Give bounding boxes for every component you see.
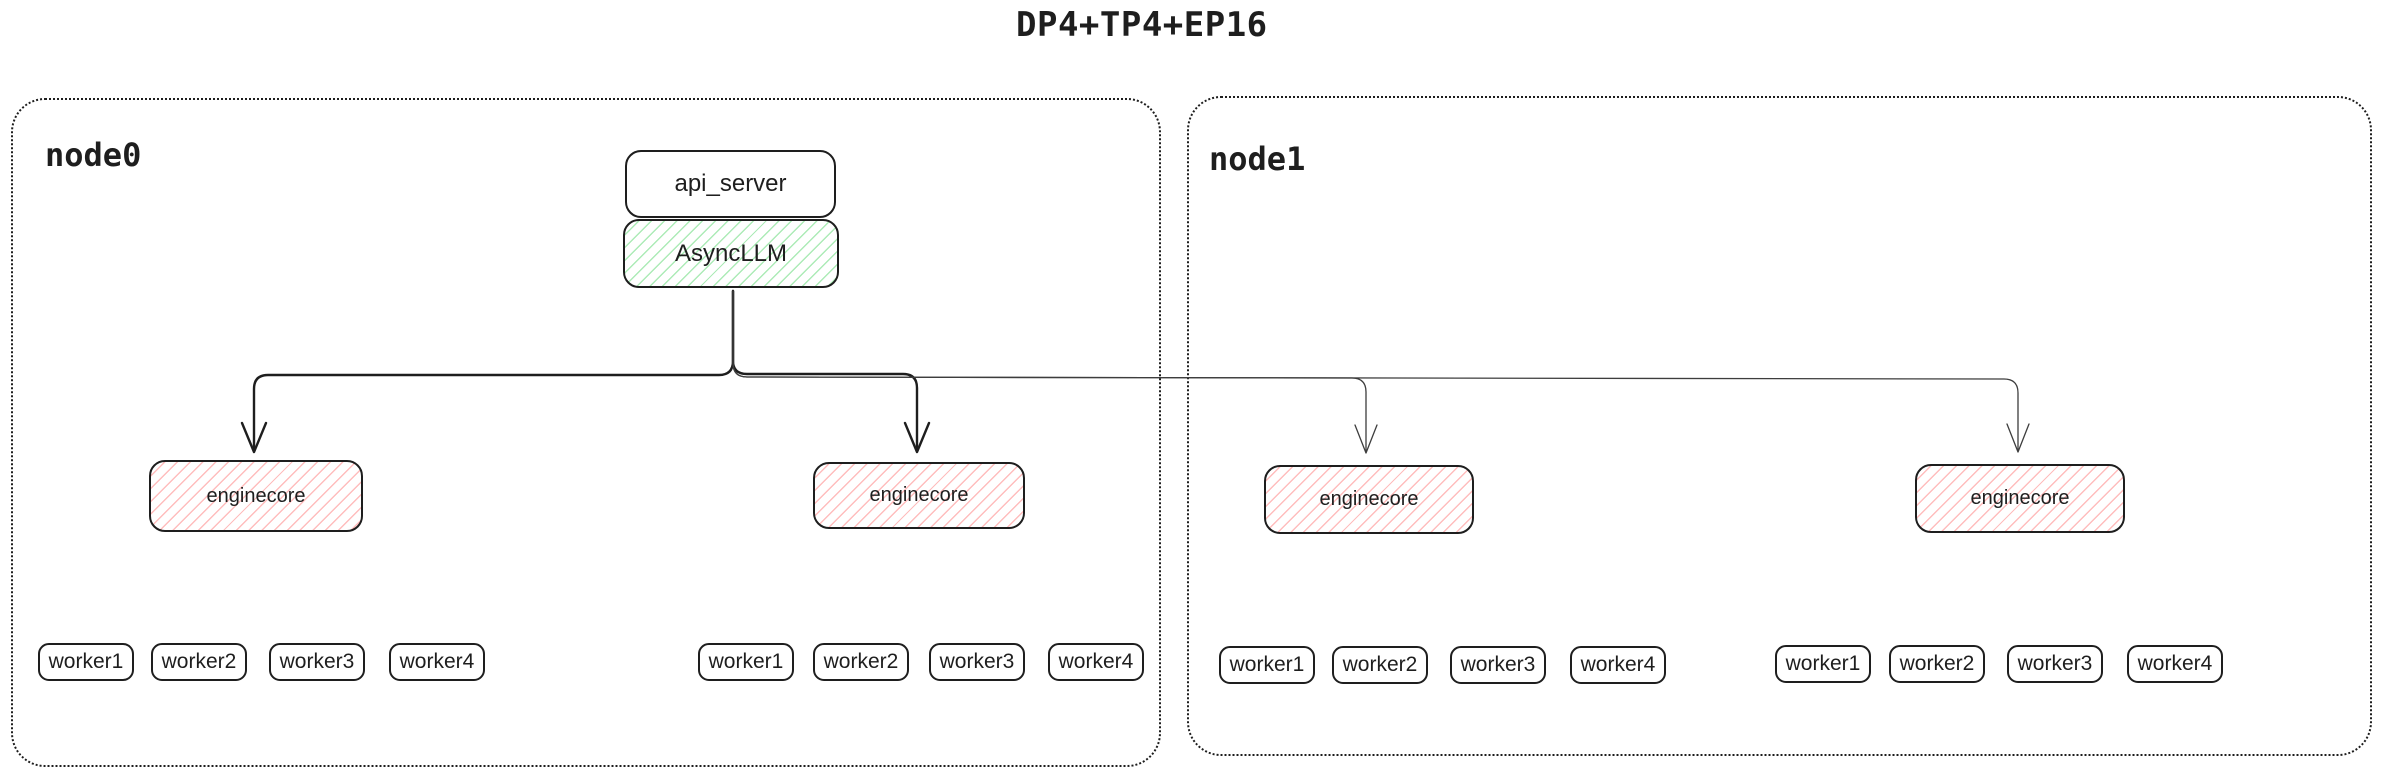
node0-group1-worker3: worker3 (269, 643, 365, 681)
node0-group2-worker3: worker3 (929, 643, 1025, 681)
node0-group2-worker1: worker1 (698, 643, 794, 681)
worker-label: worker3 (279, 650, 355, 673)
worker-label: worker4 (399, 650, 475, 673)
worker-label: worker3 (1460, 653, 1536, 676)
enginecore-label: enginecore (1970, 487, 2070, 509)
worker-label: worker4 (1058, 650, 1134, 673)
worker-label: worker2 (161, 650, 237, 673)
enginecore-label: enginecore (206, 484, 306, 507)
node0-group2-worker4: worker4 (1048, 643, 1144, 681)
node1-group2-worker3: worker3 (2007, 645, 2103, 683)
worker-label: worker3 (2017, 652, 2093, 675)
node0-group1-worker2: worker2 (151, 643, 247, 681)
worker-label: worker1 (1785, 652, 1861, 675)
api-server-box: api_server (625, 150, 836, 218)
diagram-title: DP4+TP4+EP16 (1016, 5, 1268, 45)
worker-label: worker2 (1342, 653, 1418, 676)
worker-label: worker4 (2137, 652, 2213, 675)
node1-enginecore-2: enginecore (1915, 464, 2125, 533)
node1-group1-worker4: worker4 (1570, 646, 1666, 684)
node1-label: node1 (1209, 140, 1306, 178)
worker-label: worker1 (48, 650, 124, 673)
asyncllm-box: AsyncLLM (623, 219, 839, 288)
node1-container: node1 enginecore enginecore worker1 work… (1187, 96, 2372, 756)
worker-label: worker4 (1580, 653, 1656, 676)
node1-enginecore-1: enginecore (1264, 465, 1474, 534)
node0-enginecore-2: enginecore (813, 462, 1025, 529)
node0-group1-worker1: worker1 (38, 643, 134, 681)
worker-label: worker2 (823, 650, 899, 673)
node1-group2-worker2: worker2 (1889, 645, 1985, 683)
enginecore-label: enginecore (869, 484, 969, 506)
worker-label: worker2 (1899, 652, 1975, 675)
node0-group2-worker2: worker2 (813, 643, 909, 681)
enginecore-label: enginecore (1319, 488, 1419, 510)
worker-label: worker3 (939, 650, 1015, 673)
node0-enginecore-1: enginecore (149, 460, 363, 532)
node1-group1-worker3: worker3 (1450, 646, 1546, 684)
worker-label: worker1 (1229, 653, 1305, 676)
asyncllm-label: AsyncLLM (674, 239, 788, 267)
node1-group2-worker4: worker4 (2127, 645, 2223, 683)
node0-container: node0 api_server AsyncLLM enginecore eng… (11, 98, 1161, 767)
node1-group1-worker2: worker2 (1332, 646, 1428, 684)
worker-label: worker1 (708, 650, 784, 673)
node1-group2-worker1: worker1 (1775, 645, 1871, 683)
node0-group1-worker4: worker4 (389, 643, 485, 681)
node0-label: node0 (45, 136, 142, 174)
api-server-label: api_server (674, 170, 787, 197)
node1-group1-worker1: worker1 (1219, 646, 1315, 684)
